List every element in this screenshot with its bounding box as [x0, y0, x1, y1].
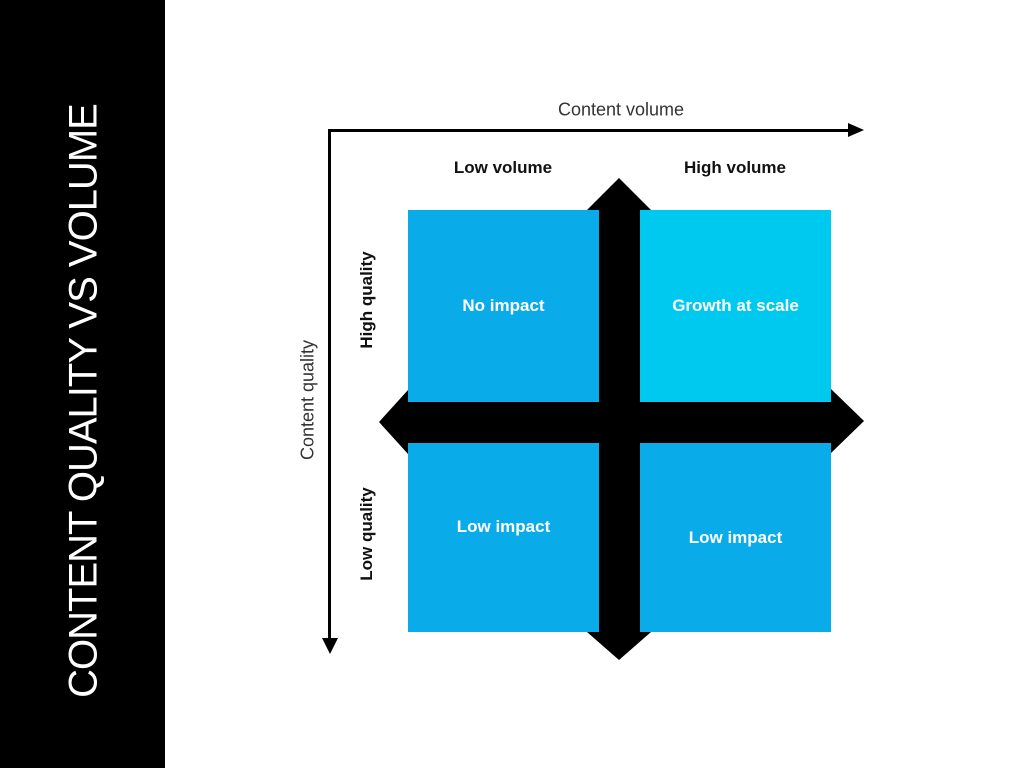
quadrant-top-right: Growth at scale — [640, 210, 831, 402]
y-axis-title: Content quality — [297, 339, 318, 461]
quadrant-label: Growth at scale — [672, 296, 799, 315]
quadrant-bottom-left: Low impact — [408, 443, 599, 632]
row-header-low-quality: Low quality — [357, 487, 376, 581]
cross-right-arrowhead-icon — [831, 389, 864, 453]
sidebar: CONTENT QUALITY VS VOLUME — [0, 0, 165, 768]
cross-horizontal-arrow — [408, 402, 831, 443]
column-header-high-volume: High volume — [683, 158, 787, 177]
cross-down-arrowhead-icon — [587, 632, 651, 660]
quadrant-label: Low impact — [688, 527, 783, 547]
x-axis-title: Content volume — [557, 99, 685, 120]
cross-up-arrowhead-icon — [587, 178, 651, 210]
column-header-low-volume: Low volume — [453, 158, 553, 177]
quadrant-label: Low impact — [456, 516, 551, 536]
cross-left-arrowhead-icon — [379, 390, 408, 454]
quadrant-bottom-right: Low impact — [640, 443, 831, 632]
y-axis-line — [328, 129, 331, 639]
slide-title: CONTENT QUALITY VS VOLUME — [61, 104, 106, 698]
x-axis-arrowhead-icon — [848, 123, 864, 137]
x-axis-line — [329, 129, 849, 132]
y-axis-arrowhead-icon — [322, 638, 338, 654]
quadrant-top-left: No impact — [408, 210, 599, 402]
quadrant-label: No impact — [462, 296, 545, 315]
row-header-high-quality: High quality — [357, 251, 376, 349]
